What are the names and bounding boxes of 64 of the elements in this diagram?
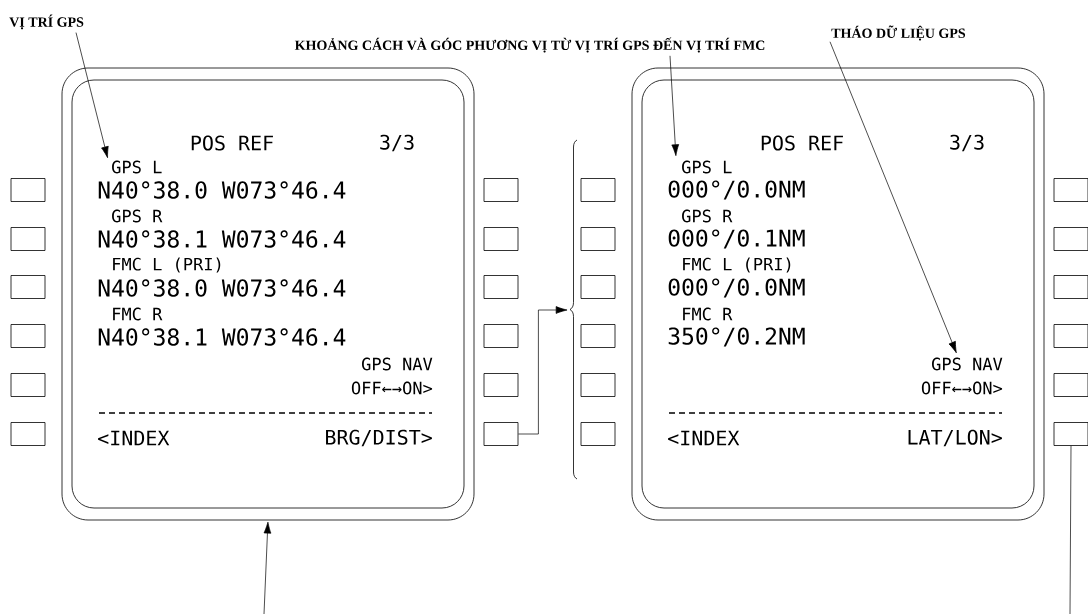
line-select-key: [1053, 275, 1088, 299]
screen-text: 000°/0.0NM: [668, 278, 805, 298]
line-select-key: [580, 373, 616, 397]
screen-text: OFF←→ON>: [921, 381, 1003, 395]
line-select-key: [1053, 324, 1088, 348]
screen-text: N40°38.1 W073°46.4: [98, 328, 346, 346]
bracket: [569, 139, 578, 480]
screen-text: GPS L: [112, 160, 162, 174]
line-select-key: [10, 275, 46, 299]
line-select-key: [10, 422, 46, 446]
line-select-key: [483, 178, 519, 202]
screen-heading: 3/3: [380, 134, 414, 152]
display-screen: [631, 67, 1045, 521]
screen-text: FMC R: [113, 307, 163, 321]
line-select-key: [483, 422, 519, 446]
line-select-key: [1053, 227, 1088, 251]
leader-line: [829, 41, 957, 354]
screen-text: N40°38.0 W073°46.4: [98, 279, 346, 297]
screen-text: GPS NAV: [932, 357, 1003, 371]
line-select-key: [580, 324, 616, 348]
line-select-key: [483, 373, 519, 397]
screen-text: N40°38.1 W073°46.4: [98, 230, 346, 248]
callout-label: THÁO DỮ LIỆU GPS: [831, 25, 966, 41]
screen-text: OFF←→ON>: [351, 381, 433, 395]
line-select-key: [1053, 422, 1088, 446]
screen-text: N40°38.0 W073°46.4: [98, 181, 346, 199]
line-select-key: [483, 324, 519, 348]
line-select-key: [1053, 373, 1088, 397]
line-select-key: [580, 178, 616, 202]
screen-text: GPS R: [682, 209, 733, 223]
arrow: [263, 521, 272, 614]
line-select-key: [483, 275, 519, 299]
line-select-key: [580, 422, 616, 446]
line-select-key: [1053, 178, 1088, 202]
screen-prompt: <INDEX: [98, 430, 170, 446]
line-select-key: [10, 178, 46, 202]
screen-text: GPS NAV: [362, 357, 433, 371]
screen-text: FMC L (PRI): [113, 257, 221, 273]
screen-heading: 3/3: [950, 134, 984, 152]
connector-line: [1069, 445, 1072, 614]
line-select-key: [10, 227, 46, 251]
screen-text: 000°/0.1NM: [668, 229, 805, 249]
screen-text: 350°/0.2NM: [668, 327, 805, 347]
screen-heading: POS REF: [761, 135, 843, 151]
line-select-key: [10, 324, 46, 348]
line-select-key: [10, 373, 46, 397]
arrow: [518, 306, 568, 435]
callout-label: KHOẢNG CÁCH VÀ GÓC PHƯƠNG VỊ TỪ VỊ TRÍ GPS ĐẾN VỊ TRÍ FMC: [294, 37, 765, 53]
line-select-key: [580, 275, 616, 299]
screen-prompt: BRG/DIST>: [326, 429, 432, 447]
line-select-key: [580, 227, 616, 251]
screen-text: FMC L (PRI): [683, 257, 791, 273]
line-select-key: [483, 227, 519, 251]
screen-text: GPS L: [682, 160, 732, 174]
screen-heading: POS REF: [191, 135, 273, 151]
screen-prompt: <INDEX: [668, 430, 740, 446]
screen-text: 000°/0.0NM: [668, 180, 805, 200]
callout-label: VỊ TRÍ GPS: [9, 14, 84, 30]
screen-prompt: LAT/LON>: [908, 429, 1002, 447]
screen-text: FMC R: [683, 307, 733, 321]
screen-text: GPS R: [112, 209, 163, 223]
leader-line: [669, 55, 680, 156]
leader-line: [75, 32, 109, 159]
display-screen: [61, 67, 475, 521]
